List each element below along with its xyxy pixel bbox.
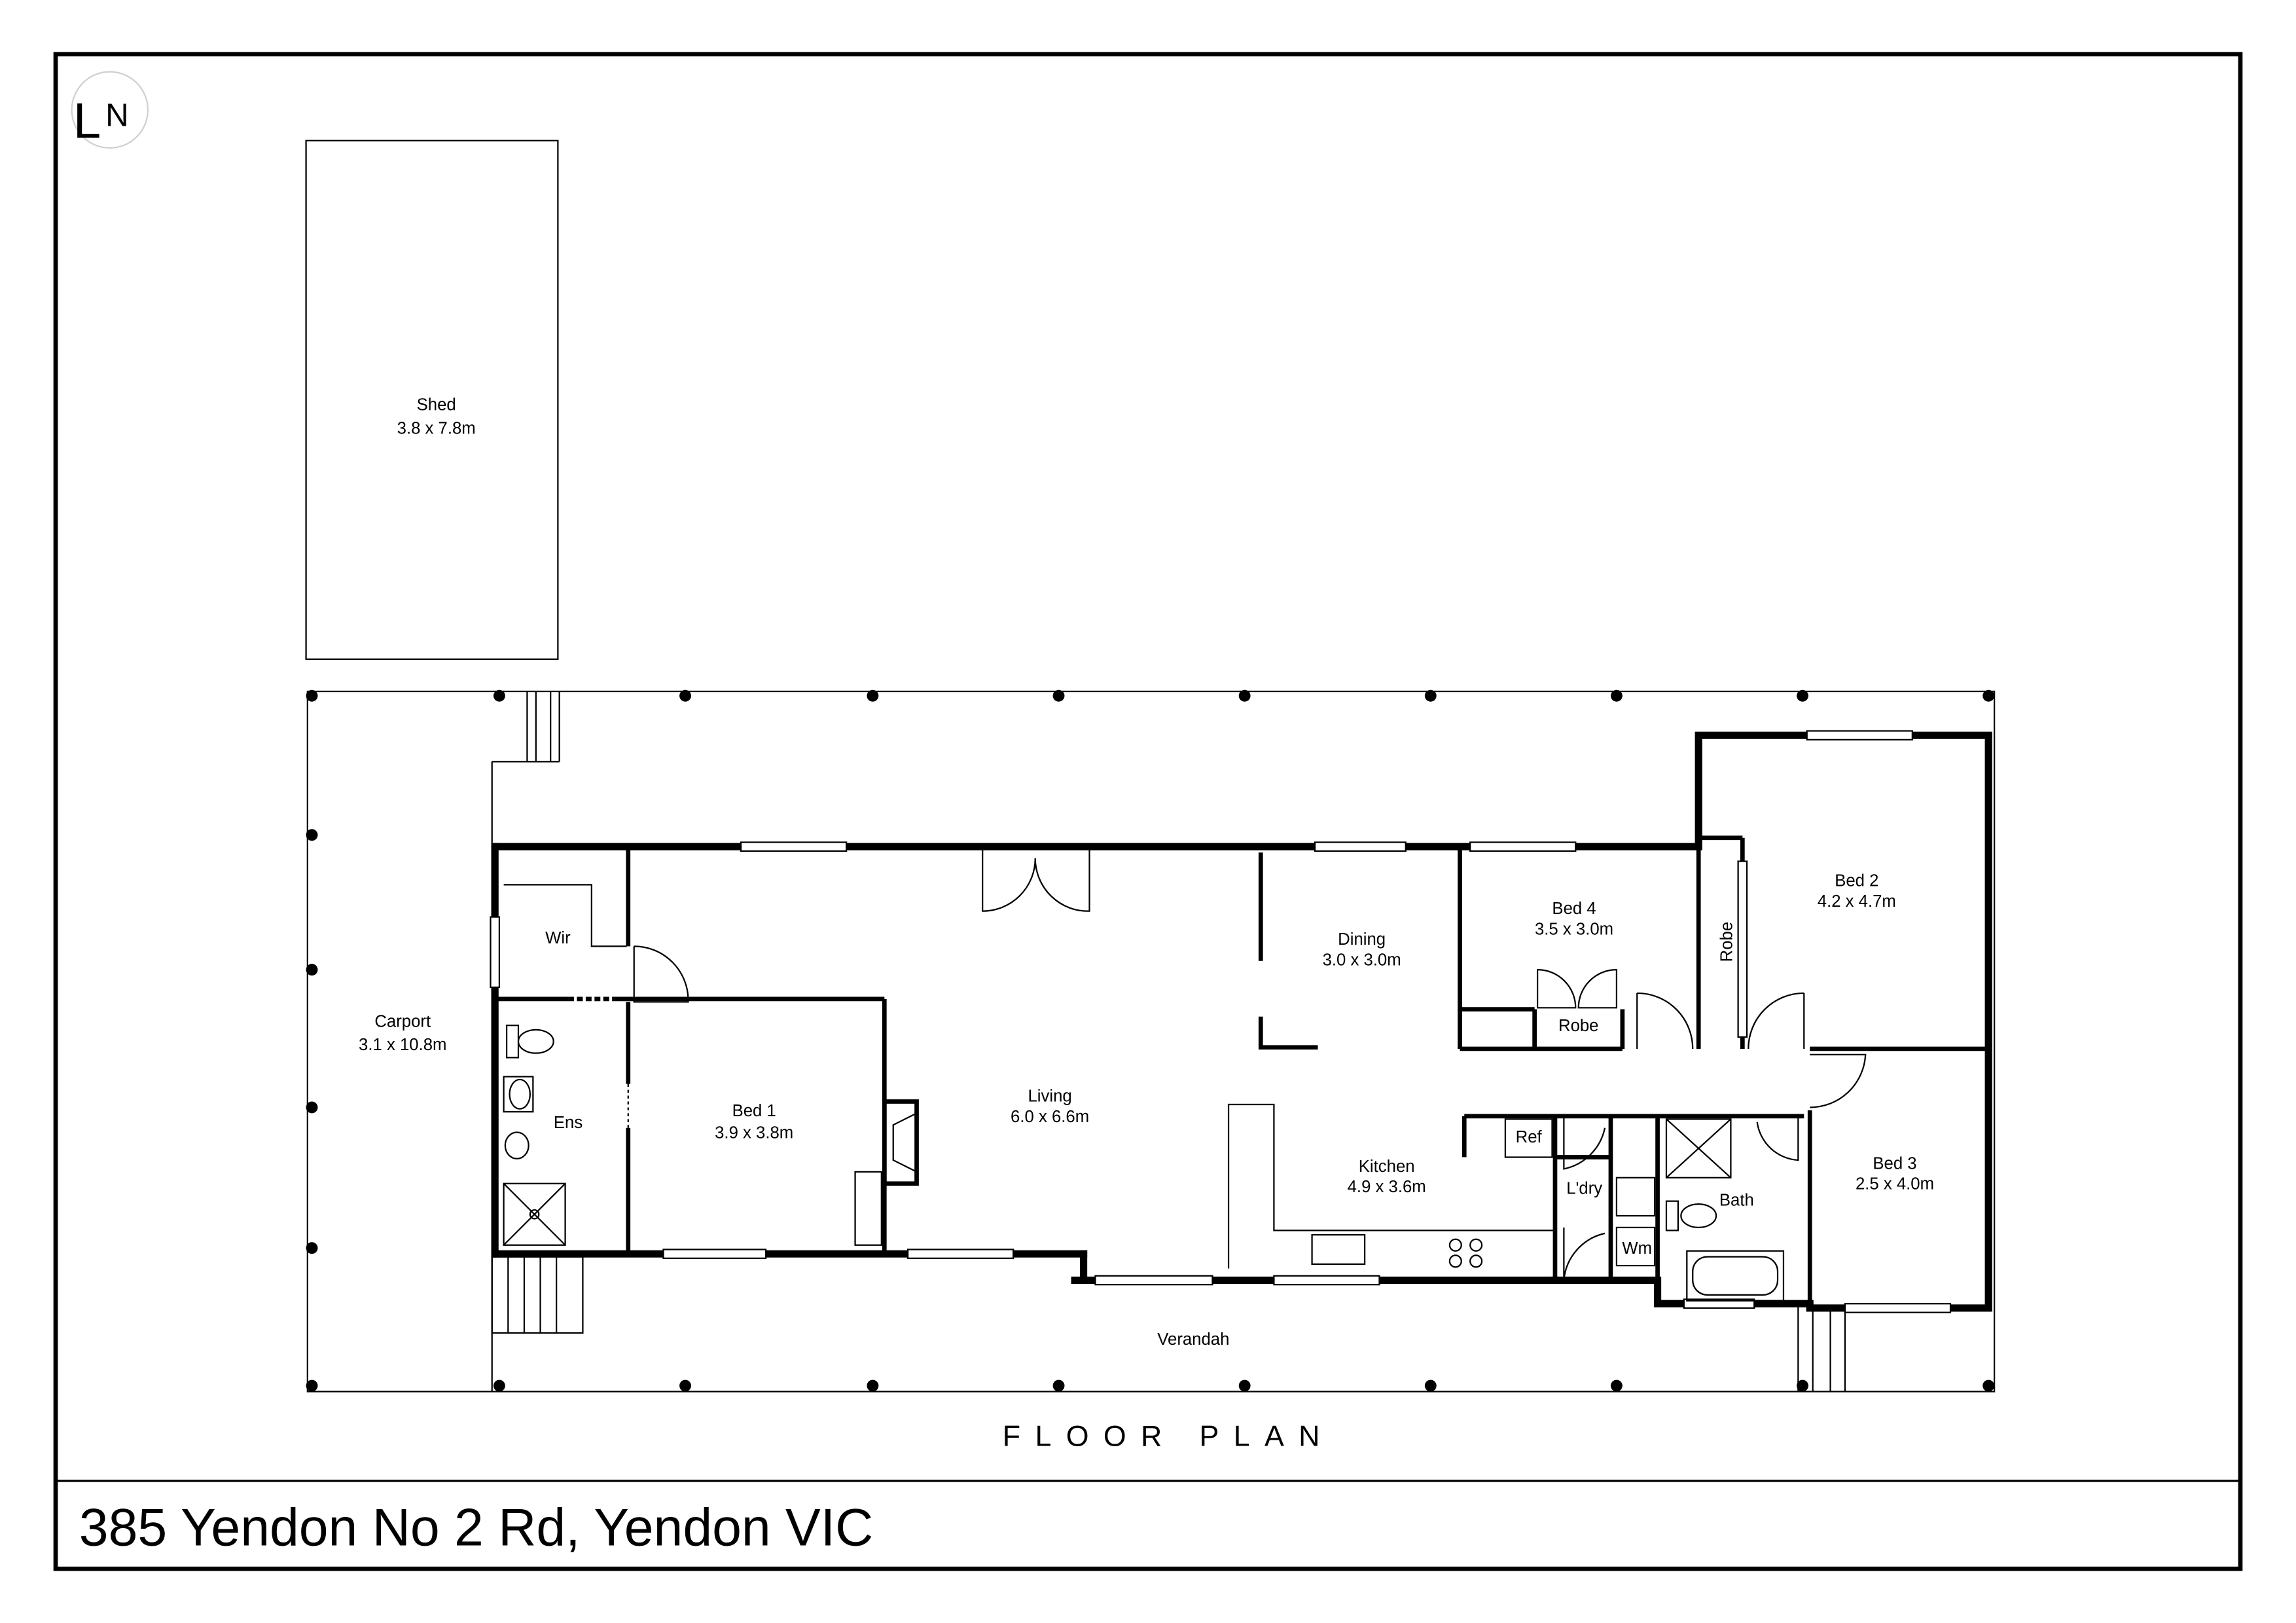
verandah-outline	[306, 690, 1996, 1393]
carport-label: Carport	[374, 1012, 431, 1030]
bed3-label: Bed 3	[1873, 1154, 1916, 1173]
logo: L N	[71, 71, 149, 149]
logo-mark: L	[73, 93, 101, 149]
ldry-label: L'dry	[1566, 1179, 1602, 1197]
bed1-label: Bed 1	[732, 1102, 776, 1120]
verandah-label: Verandah	[1157, 1330, 1229, 1349]
shed-label: Shed	[417, 395, 456, 414]
verandah-posts	[306, 689, 1995, 1392]
living-label: Living	[1028, 1087, 1072, 1105]
windows	[490, 730, 1952, 1313]
bath-label: Bath	[1719, 1191, 1754, 1209]
bed3-size: 2.5 x 4.0m	[1856, 1175, 1934, 1194]
bed4-label: Bed 4	[1552, 900, 1596, 918]
wm-label: Wm	[1622, 1239, 1652, 1258]
ref-label: Ref	[1516, 1128, 1543, 1146]
property-address: 385 Yendon No 2 Rd, Yendon VIC	[79, 1498, 873, 1557]
fixtures	[503, 1025, 1785, 1302]
bed2-size: 4.2 x 4.7m	[1818, 892, 1896, 911]
dining-size: 3.0 x 3.0m	[1323, 951, 1401, 969]
fireplace	[854, 1099, 919, 1246]
carport-size: 3.1 x 10.8m	[359, 1036, 446, 1054]
bed1-size: 3.9 x 3.8m	[715, 1123, 793, 1142]
ens-label: Ens	[554, 1114, 583, 1132]
robe-bed4-label: Robe	[1558, 1017, 1598, 1035]
shed-outline	[305, 139, 559, 660]
interior-walls	[497, 835, 1989, 1304]
doors	[568, 849, 1867, 1281]
kitchen-size: 4.9 x 3.6m	[1348, 1178, 1426, 1196]
exterior-walls	[491, 731, 1992, 1312]
room-labels: Shed 3.8 x 7.8m Carport 3.1 x 10.8m Wir …	[359, 395, 1934, 1348]
robe-bed2-label: Robe	[1718, 922, 1736, 962]
living-size: 6.0 x 6.6m	[1011, 1108, 1089, 1126]
bed4-size: 3.5 x 3.0m	[1535, 920, 1613, 938]
logo-mark-2: N	[105, 97, 129, 133]
kitchen-benches	[1227, 1103, 1555, 1269]
page-frame	[53, 52, 2243, 1571]
floor-plan-caption: FLOOR PLAN	[1003, 1419, 1335, 1452]
shed-size: 3.8 x 7.8m	[397, 419, 476, 437]
wir-label: Wir	[545, 929, 571, 947]
bed2-label: Bed 2	[1835, 872, 1878, 890]
dining-label: Dining	[1338, 930, 1386, 949]
kitchen-label: Kitchen	[1359, 1158, 1415, 1176]
